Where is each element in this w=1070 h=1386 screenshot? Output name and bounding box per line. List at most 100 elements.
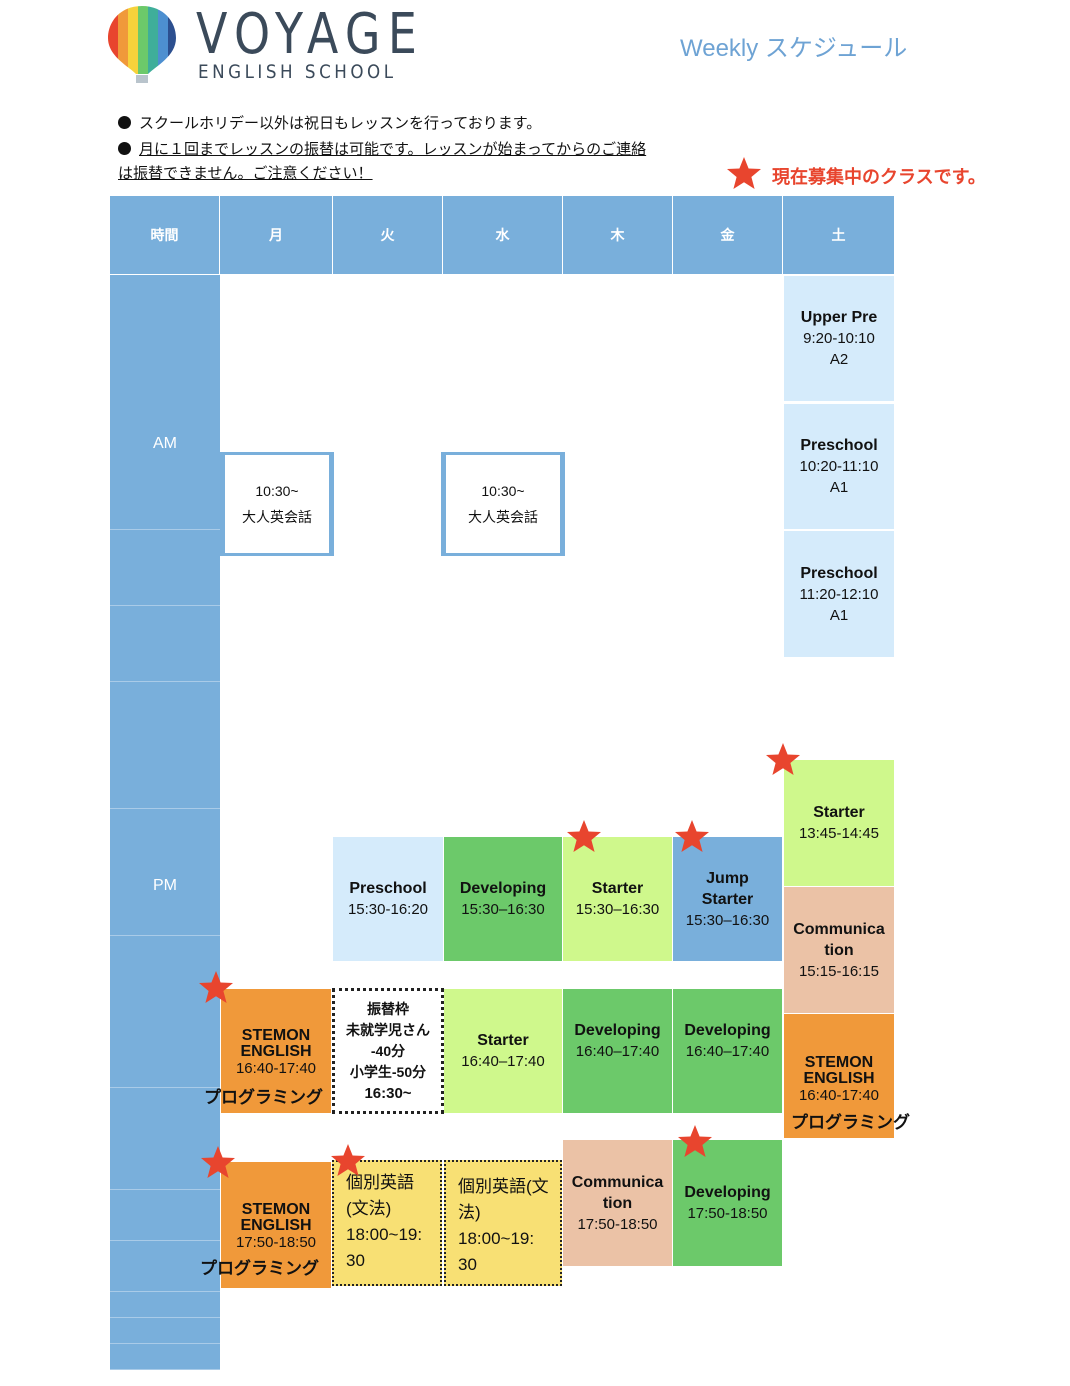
col-header-fri: 金 (673, 196, 782, 274)
class-name: Starter (477, 1032, 529, 1049)
time-slot (110, 1344, 220, 1370)
class-time: 15:30–16:30 (685, 911, 770, 929)
class-name: ENGLISH (240, 1043, 312, 1060)
class-name: 個別英語 (346, 1173, 414, 1192)
class-mon-stemon-1[interactable]: STEMON ENGLISH 16:40-17:40 (221, 989, 331, 1113)
time-slot (110, 1241, 220, 1292)
class-name: Starter (591, 880, 644, 897)
class-time: 16:30~ (364, 1084, 412, 1102)
class-fri-jump-starter[interactable]: Jump Starter 15:30–16:30 (673, 837, 782, 961)
class-name: 振替枠 (367, 1000, 409, 1017)
class-mon-stemon-2[interactable]: STEMON ENGLISH 17:50-18:50 (221, 1162, 331, 1288)
class-thu-developing[interactable]: Developing 16:40–17:40 (563, 989, 672, 1113)
time-slot (110, 809, 220, 936)
class-time: 16:40-17:40 (798, 1087, 880, 1104)
class-time: 15:30–16:30 (575, 901, 660, 918)
class-time: 30 (346, 1251, 365, 1270)
class-room: A1 (829, 479, 849, 496)
time-slot (110, 1088, 220, 1190)
class-name: STEMON (804, 1054, 874, 1071)
time-slot (110, 275, 220, 530)
class-time: 18:00~19: (346, 1225, 423, 1244)
class-time: 15:30-16:20 (347, 901, 429, 918)
class-name: Developing (574, 1022, 661, 1039)
class-name: Jump (706, 869, 749, 887)
logo-subtitle: ENGLISH SCHOOL (198, 61, 397, 83)
class-wed-private-grammar[interactable]: 個別英語(文 法) 18:00~19: 30 (444, 1160, 562, 1286)
class-thu-starter[interactable]: Starter 15:30–16:30 (563, 837, 672, 961)
class-tue-preschool[interactable]: Preschool 15:30-16:20 (333, 837, 443, 961)
legend-text: 現在募集中のクラスです。 (772, 167, 986, 187)
class-time: 10:20-11:10 (799, 458, 879, 475)
class-sat-starter[interactable]: Starter 13:45-14:45 (784, 760, 894, 886)
class-sat-preschool-1[interactable]: Preschool 10:20-11:10 A1 (784, 404, 894, 529)
class-sat-preschool-2[interactable]: Preschool 11:20-12:10 A1 (784, 531, 894, 657)
class-time: 16:40–17:40 (461, 1053, 545, 1070)
star-icon (201, 1146, 235, 1178)
class-name: tion (602, 1194, 633, 1212)
class-name: 法) (458, 1203, 481, 1222)
note-holiday: スクールホリデー以外は祝日もレッスンを行っております。 (118, 112, 541, 136)
time-slot (110, 530, 220, 606)
class-name: 大人英会話 (468, 509, 538, 525)
class-time: 13:45-14:45 (798, 825, 880, 842)
class-time: 15:30–16:30 (461, 901, 545, 918)
class-time: 17:50-18:50 (235, 1234, 317, 1251)
col-header-thu: 木 (563, 196, 672, 274)
class-time: 16:40–17:40 (685, 1043, 770, 1060)
class-time: 10:30~ (255, 483, 299, 499)
note-reschedule: 月に１回までレッスンの振替は可能です。レッスンが始まってからのご連絡 (118, 138, 646, 162)
class-name: Preschool (800, 437, 878, 454)
class-name: Upper Pre (800, 309, 878, 326)
class-name: tion (824, 941, 854, 959)
star-icon (678, 1125, 712, 1157)
class-time: 30 (458, 1255, 477, 1274)
time-slot (110, 1292, 220, 1318)
class-thu-communication[interactable]: Communica tion 17:50-18:50 (563, 1140, 672, 1266)
class-tue-makeup-slot[interactable]: 振替枠 未就学児さん -40分 小学生-50分 16:30~ (332, 988, 444, 1114)
class-sat-communication[interactable]: Communica tion 15:15-16:15 (784, 887, 894, 1013)
class-time: 11:20-12:10 (799, 585, 879, 603)
class-mon-stemon-2-subtitle: プログラミング (200, 1259, 319, 1278)
class-name: ENGLISH (240, 1217, 312, 1234)
page-title: Weekly スケジュール (680, 35, 908, 62)
class-name: STEMON (241, 1201, 311, 1218)
class-room: A1 (829, 606, 849, 624)
class-fri-developing-2[interactable]: Developing 17:50-18:50 (673, 1140, 782, 1266)
class-name: Preschool (800, 564, 878, 582)
star-icon (675, 820, 709, 852)
class-sat-stemon-subtitle: プログラミング (791, 1113, 910, 1132)
star-icon (331, 1144, 365, 1176)
class-sat-upper-pre[interactable]: Upper Pre 9:20-10:10 A2 (784, 276, 894, 401)
class-name: STEMON (241, 1027, 311, 1044)
star-icon (766, 743, 800, 775)
star-icon (199, 971, 233, 1003)
star-icon (727, 157, 761, 189)
class-tue-private-grammar[interactable]: 個別英語 (文法) 18:00~19: 30 (332, 1160, 442, 1286)
class-name: Developing (684, 1184, 771, 1201)
class-time: 9:20-10:10 (803, 330, 875, 347)
class-fri-developing-1[interactable]: Developing 16:40–17:40 (673, 989, 782, 1113)
class-wed-developing[interactable]: Developing 15:30–16:30 (444, 837, 562, 961)
class-time: 17:50-18:50 (577, 1215, 658, 1233)
time-slot (110, 682, 220, 809)
adult-class-mon[interactable]: 10:30~ 大人英会話 (220, 452, 334, 556)
time-column (110, 275, 220, 1370)
time-slot (110, 936, 220, 1088)
class-time: 15:15-16:15 (798, 962, 880, 980)
class-name: Communica (571, 1173, 664, 1191)
class-name: ENGLISH (803, 1070, 875, 1087)
adult-class-wed[interactable]: 10:30~ 大人英会話 (441, 452, 565, 556)
class-mon-stemon-1-subtitle: プログラミング (204, 1088, 323, 1107)
col-header-mon: 月 (220, 196, 332, 274)
class-detail: 未就学児さん (346, 1021, 430, 1038)
col-header-time: 時間 (110, 196, 219, 274)
bullet-icon (118, 116, 131, 129)
class-sat-stemon[interactable]: STEMON ENGLISH 16:40-17:40 (784, 1014, 894, 1138)
class-detail: 小学生-50分 (349, 1063, 427, 1080)
note-reschedule-cont: は振替できません。ご注意ください！ (118, 165, 373, 182)
class-wed-starter[interactable]: Starter 16:40–17:40 (444, 989, 562, 1113)
balloon-logo-icon (108, 6, 176, 83)
class-time: 10:30~ (481, 483, 525, 499)
class-time: 18:00~19: (458, 1229, 535, 1248)
